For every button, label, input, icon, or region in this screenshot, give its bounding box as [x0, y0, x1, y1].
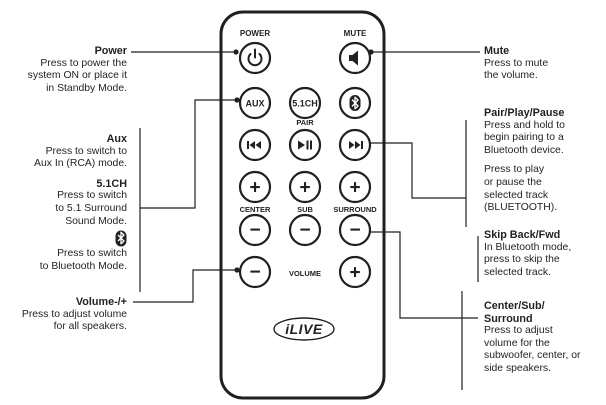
annotation-center-sub-desc-3: subwoofer, center, or	[484, 350, 581, 362]
speaker-icon	[349, 50, 358, 66]
annotation-mute-title: Mute	[484, 45, 510, 57]
sub-plus-icon: +	[299, 178, 310, 199]
skip-forward-icon	[349, 141, 363, 149]
annotation-aux-title: Aux	[106, 133, 127, 145]
power-button[interactable]	[238, 41, 272, 75]
annotation-pair-desc2-3: selected track	[484, 189, 549, 201]
skip-forward-button[interactable]	[338, 128, 372, 162]
sub-minus-button[interactable]: −	[288, 213, 322, 247]
annotation-volume: Volume-/+ Press to adjust volume for all…	[6, 296, 127, 334]
annotation-power-desc-1: Press to power the	[40, 57, 127, 69]
annotation-skip-desc-3: selected track.	[484, 266, 551, 278]
label-center: CENTER	[240, 205, 271, 214]
label-mute: MUTE	[344, 29, 367, 38]
annotation-mute-desc-2: the volume.	[484, 70, 538, 82]
annotation-mute: Mute Press to mute the volume.	[484, 45, 604, 83]
bluetooth-button[interactable]	[338, 86, 372, 120]
label-power: POWER	[240, 29, 270, 38]
annotation-power-desc-3: in Standby Mode.	[46, 82, 127, 94]
leader-lines	[131, 51, 480, 390]
annotation-center-sub-desc-1: Press to adjust	[484, 325, 553, 337]
annotation-volume-desc-1: Press to adjust volume	[21, 308, 127, 320]
annotation-center-sub-desc-4: side speakers.	[484, 362, 551, 374]
annotation-pair-desc2-1: Press to play	[484, 164, 545, 176]
brand-logo-text: iLIVE	[285, 321, 323, 337]
center-plus-icon: +	[249, 178, 260, 199]
annotation-51ch-desc-1: Press to switch	[57, 190, 127, 202]
label-surround: SURROUND	[333, 205, 377, 214]
surround-51-button-label: 5.1CH	[292, 99, 318, 109]
annotation-volume-desc-2: for all speakers.	[53, 321, 127, 333]
label-volume: VOLUME	[289, 269, 321, 278]
label-pair: PAIR	[296, 118, 314, 127]
annotation-51ch-desc-2: to 5.1 Surround	[55, 202, 127, 214]
sub-minus-icon: −	[299, 220, 310, 241]
annotation-pair-desc-1: Press and hold to	[484, 119, 565, 131]
surround-minus-button[interactable]: −	[338, 213, 372, 247]
center-minus-icon: −	[249, 220, 260, 241]
volume-plus-icon: +	[349, 263, 360, 284]
annotation-center-sub-title-2: Surround	[484, 312, 533, 325]
annotation-bt-desc-2: to Bluetooth Mode.	[39, 260, 127, 272]
label-sub: SUB	[297, 205, 313, 214]
volume-minus-icon: −	[249, 262, 260, 283]
annotation-bt-desc-1: Press to switch	[57, 248, 127, 260]
volume-minus-button[interactable]: −	[238, 255, 272, 289]
annotation-aux-group: Aux Press to switch to Aux In (RCA) mode…	[6, 133, 127, 273]
annotation-skip: Skip Back/Fwd In Bluetooth mode, press t…	[484, 229, 604, 279]
annotation-center-sub: Center/Sub/ Surround Press to adjust vol…	[484, 300, 604, 376]
surround-plus-icon: +	[349, 178, 360, 199]
annotation-pair-desc2-4: (BLUETOOTH).	[484, 202, 558, 214]
power-icon	[247, 48, 263, 67]
brand-logo: iLIVE	[273, 317, 335, 341]
annotation-pair: Pair/Play/Pause Press and hold to begin …	[484, 107, 604, 215]
bluetooth-icon	[115, 230, 127, 247]
skip-back-button[interactable]	[238, 128, 272, 162]
annotation-pair-desc-2: begin pairing to a	[484, 132, 564, 144]
aux-button-label: AUX	[245, 99, 264, 109]
annotation-51ch-title: 5.1CH	[96, 177, 127, 190]
annotation-power-desc-2: system ON or place it	[27, 70, 127, 82]
surround-plus-button[interactable]: +	[338, 170, 372, 204]
annotation-skip-desc-1: In Bluetooth mode,	[484, 241, 572, 253]
center-minus-button[interactable]: −	[238, 213, 272, 247]
annotation-skip-desc-2: press to skip the	[484, 254, 560, 266]
play-pause-button[interactable]	[288, 128, 322, 162]
sub-plus-button[interactable]: +	[288, 170, 322, 204]
volume-plus-button[interactable]: +	[338, 255, 372, 289]
annotation-pair-desc2-2: or pause the	[484, 176, 542, 188]
mute-button[interactable]	[338, 41, 372, 75]
annotation-pair-title: Pair/Play/Pause	[484, 107, 565, 119]
annotation-power-title: Power	[94, 45, 127, 57]
aux-button[interactable]: AUX	[238, 86, 272, 120]
annotation-center-sub-title-1: Center/Sub/	[484, 300, 545, 312]
annotation-center-sub-desc-2: volume for the	[484, 337, 550, 349]
surround-51-button[interactable]: 5.1CH	[288, 86, 322, 120]
annotation-mute-desc-1: Press to mute	[484, 57, 549, 69]
play-pause-icon	[298, 140, 312, 150]
center-plus-button[interactable]: +	[238, 170, 272, 204]
surround-minus-icon: −	[349, 220, 360, 241]
skip-back-icon	[247, 141, 261, 149]
annotation-skip-title: Skip Back/Fwd	[484, 229, 561, 241]
bluetooth-icon	[351, 96, 359, 110]
annotation-volume-title: Volume-/+	[75, 296, 127, 308]
annotation-51ch-desc-3: Sound Mode.	[65, 215, 127, 227]
annotation-aux-desc-1: Press to switch to	[45, 145, 127, 157]
annotation-power: Power Press to power the system ON or pl…	[6, 45, 127, 95]
annotation-pair-desc-3: Bluetooth device.	[484, 144, 564, 156]
annotation-aux-desc-2: Aux In (RCA) mode.	[34, 158, 127, 170]
